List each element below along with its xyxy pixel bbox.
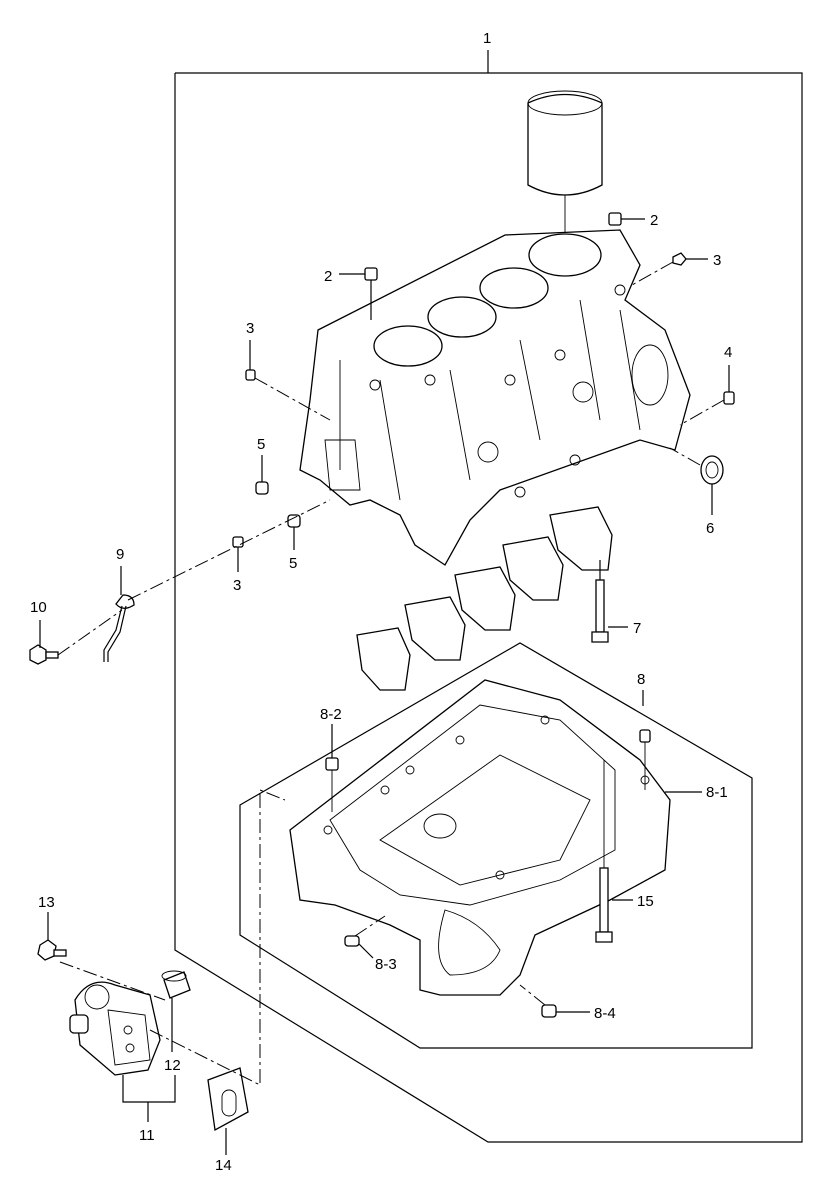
callout-12: 12	[164, 1057, 181, 1074]
callout-8-1: 8-1	[706, 784, 728, 801]
oil-seal-6	[669, 447, 724, 515]
dowel-8-1	[639, 729, 702, 793]
cylinder-block	[299, 229, 691, 566]
lower-case	[289, 679, 671, 996]
callout-8-2: 8-2	[320, 706, 342, 723]
callout-8-3: 8-3	[375, 956, 397, 973]
bolt-15	[595, 760, 633, 943]
bolt-13	[37, 912, 67, 961]
gauge-tube-9	[103, 499, 331, 662]
callout-4: 4	[724, 344, 732, 361]
sleeve-8-3	[344, 915, 386, 959]
dowel-8-2	[325, 724, 339, 812]
cylinder-liner	[527, 90, 603, 240]
bolt-10	[29, 609, 123, 665]
callout-13: 13	[38, 894, 55, 911]
callout-3-lower: 3	[233, 577, 241, 594]
sleeve-5-lower	[287, 514, 301, 550]
bearing-cap-bolt-7	[591, 560, 628, 643]
callout-5-lower: 5	[289, 555, 297, 572]
callout-9: 9	[116, 546, 124, 563]
callout-15: 15	[637, 893, 654, 910]
callout-8-4: 8-4	[594, 1005, 616, 1022]
assembly-1-outline	[174, 50, 803, 1143]
dowel-pin-2b	[339, 267, 378, 320]
sleeve-5-upper	[255, 455, 269, 495]
callout-7: 7	[633, 620, 641, 637]
callout-3-left: 3	[246, 320, 254, 337]
callout-6: 6	[706, 520, 714, 537]
callout-8: 8	[637, 671, 645, 688]
callout-3-top-right: 3	[713, 252, 721, 269]
callout-11: 11	[139, 1127, 155, 1144]
oil-filter-bracket-11	[69, 981, 176, 1122]
plug-3-left	[245, 340, 331, 421]
callout-10: 10	[30, 599, 47, 616]
sleeve-8-4	[519, 984, 590, 1018]
callout-1: 1	[483, 30, 491, 47]
plug-3-lower	[232, 536, 244, 572]
callout-14: 14	[215, 1157, 232, 1174]
callout-2-right: 2	[650, 212, 658, 229]
gasket-14	[149, 789, 286, 1155]
dowel-pin-2a	[608, 212, 645, 226]
plug-4	[679, 365, 735, 426]
bearing-caps	[356, 506, 613, 691]
plug-3-top-right	[631, 252, 708, 286]
filter-12	[59, 961, 191, 1052]
callout-2-left: 2	[324, 268, 332, 285]
assembly-8-outline	[239, 642, 753, 1049]
callout-5-upper: 5	[257, 436, 265, 453]
